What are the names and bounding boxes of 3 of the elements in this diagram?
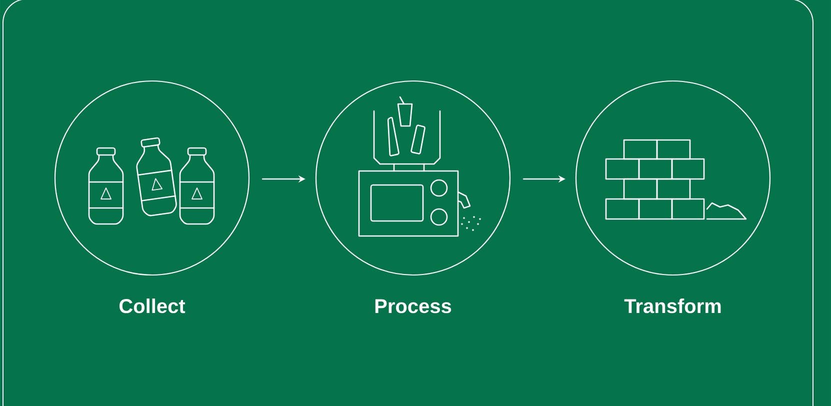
step-label: Collect: [119, 298, 186, 314]
step-label: Process: [375, 299, 452, 314]
step-label: Transform: [624, 298, 721, 314]
